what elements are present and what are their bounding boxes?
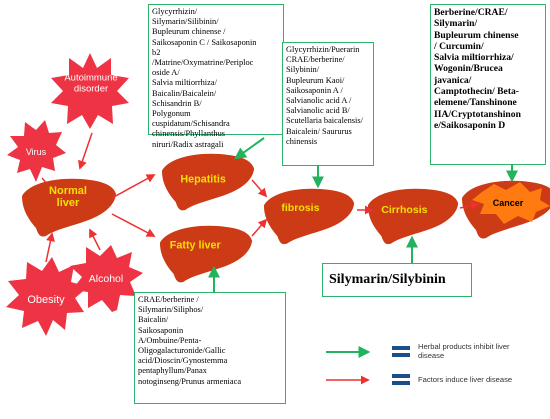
arrow-cirrhosis-to-cancer	[459, 201, 480, 210]
fibrosis-liver: fibrosis	[263, 188, 355, 245]
obesity-star: Obesity	[6, 257, 88, 336]
hepatitis-liver: Hepatitis	[161, 153, 255, 211]
fibrosis-herbs-box: Glycyrrhizin/Puerarin CRAE/berberine/ Si…	[282, 42, 374, 166]
legend-inhibit-bar-bottom	[392, 353, 410, 357]
cirrhosis-herbs-text: Silymarin/Silybinin	[329, 272, 446, 287]
cirrhosis-liver-label: Cirrhosis	[381, 204, 427, 216]
legend-induce-bar-top	[392, 374, 410, 378]
arrow-fatty-to-fibrosis	[251, 218, 268, 237]
obesity-label: Obesity	[27, 294, 65, 306]
fatty-liver-label: Fatty liver	[170, 240, 222, 252]
virus-star-shape	[7, 120, 66, 182]
cirrhosis-herbs-box: Silymarin/Silybinin	[322, 263, 472, 297]
cancer-herbs-box: Berberine/CRAE/ Silymarin/ Bupleurum chi…	[430, 4, 546, 165]
hepatitis-herbs-box: Glycyrrhizin/ Silymarin/Silibinin/ Buple…	[148, 4, 284, 149]
fatty-liver: Fatty liver	[159, 225, 253, 283]
cancer-liver: Cancer	[462, 180, 550, 239]
alcohol-star: Alcohol	[70, 245, 143, 312]
fibrosis-herbs-text: Glycyrrhizin/Puerarin CRAE/berberine/ Si…	[286, 45, 363, 146]
arrow-alcohol-to-normal	[89, 228, 101, 251]
obesity-star-shape	[6, 257, 88, 336]
arrow-obesity-to-normal	[45, 232, 55, 263]
legend-induce-bar-bottom	[392, 381, 410, 385]
fibrosis-liver-label: fibrosis	[281, 202, 319, 214]
legend-induce-text: Factors induce liver disease	[418, 375, 513, 384]
fatty-herbs-text: CRAE/berberine / Silymarin/Siliphos/ Bai…	[138, 295, 242, 386]
arrow-hepatitis-to-fibrosis	[251, 179, 268, 198]
autoimmune-star-shape	[51, 53, 129, 129]
hepatitis-herbs-text: Glycyrrhizin/ Silymarin/Silibinin/ Buple…	[152, 7, 257, 149]
arrow-autoimmune-to-normal	[78, 132, 93, 170]
cancer-herbs-text: Berberine/CRAE/ Silymarin/ Bupleurum chi…	[434, 7, 521, 131]
virus-label: Virus	[26, 147, 47, 157]
green-arrow-hepatitis	[234, 137, 265, 160]
arrow-normal-to-fatty	[111, 213, 156, 237]
cancer-liver-label: Cancer	[493, 198, 524, 208]
virus-star: Virus	[7, 120, 66, 182]
fatty-herbs-box: CRAE/berberine / Silymarin/Siliphos/ Bai…	[134, 292, 286, 404]
legend-inhibit-bar-top	[392, 346, 410, 350]
alcohol-star-shape	[70, 245, 143, 312]
cancer-blob	[472, 182, 550, 224]
arrow-normal-to-hepatitis	[111, 174, 156, 199]
hepatitis-liver-label: Hepatitis	[180, 173, 225, 185]
cirrhosis-liver: Cirrhosis	[367, 188, 459, 245]
legend-inhibit-text: Herbal products inhibit liver disease	[418, 342, 510, 361]
alcohol-label: Alcohol	[89, 273, 123, 285]
